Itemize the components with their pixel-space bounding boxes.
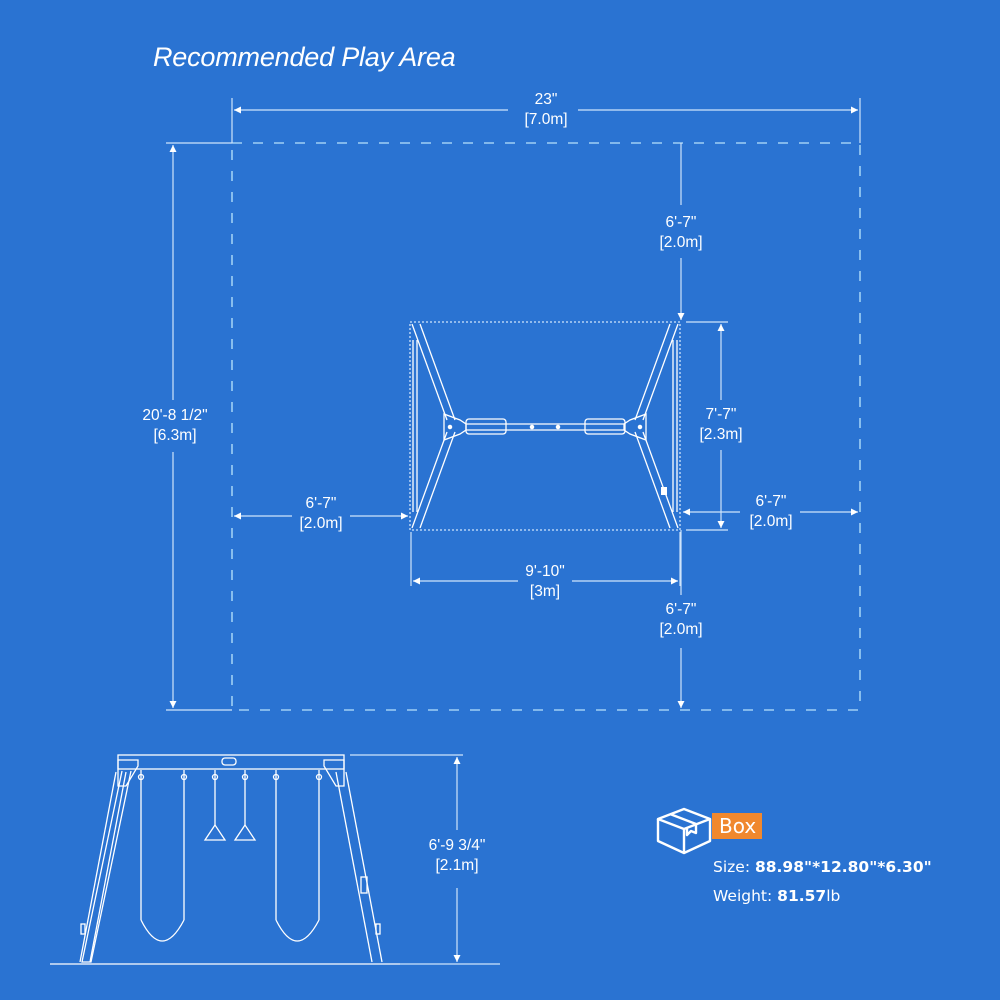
play-area-boundary bbox=[231, 142, 861, 711]
overall-depth-metric: [6.3m] bbox=[153, 427, 197, 444]
frame-depth-label: 7'-7" [2.3m] bbox=[699, 405, 742, 445]
left-clearance-metric: [2.0m] bbox=[299, 515, 343, 532]
package-weight-label: Weight: bbox=[713, 887, 778, 905]
front-clearance-label: 6'-7" [2.0m] bbox=[659, 600, 702, 640]
package-weight-value: 81.57 bbox=[777, 887, 827, 905]
back-clearance-metric: [2.0m] bbox=[659, 234, 703, 251]
height-dimension-line bbox=[350, 754, 500, 965]
overall-width-label: 23" [7.0m] bbox=[524, 90, 567, 130]
swing-frame-top-view bbox=[409, 321, 681, 531]
package-weight-unit: lb bbox=[826, 887, 841, 905]
right-clearance-imperial: 6'-7" bbox=[755, 493, 787, 510]
frame-width-dimension-line bbox=[410, 532, 681, 586]
package-size-label: Size: bbox=[713, 858, 755, 876]
frame-width-imperial: 9'-10" bbox=[525, 563, 565, 580]
frame-depth-imperial: 7'-7" bbox=[705, 406, 737, 423]
right-clearance-label: 6'-7" [2.0m] bbox=[749, 492, 792, 532]
box-icon bbox=[656, 807, 712, 855]
swing-set-side-view bbox=[50, 754, 400, 965]
height-label: 6'-9 3/4" [2.1m] bbox=[429, 836, 486, 876]
package-size-value: 88.98"*12.80"*6.30" bbox=[754, 858, 932, 876]
left-clearance-imperial: 6'-7" bbox=[305, 495, 337, 512]
back-clearance-label: 6'-7" [2.0m] bbox=[659, 213, 702, 253]
page-title: Recommended Play Area bbox=[153, 42, 456, 72]
frame-width-metric: [3m] bbox=[529, 583, 561, 600]
overall-width-metric: [7.0m] bbox=[524, 111, 568, 128]
right-clearance-metric: [2.0m] bbox=[749, 513, 793, 530]
overall-depth-dimension-line bbox=[166, 142, 232, 711]
front-clearance-imperial: 6'-7" bbox=[665, 601, 697, 618]
frame-width-label: 9'-10" [3m] bbox=[525, 562, 564, 602]
package-weight: Weight: 81.57lb bbox=[713, 887, 840, 905]
overall-width-imperial: 23" bbox=[534, 91, 558, 108]
package-size: Size: 88.98"*12.80"*6.30" bbox=[713, 858, 932, 876]
height-imperial: 6'-9 3/4" bbox=[428, 837, 486, 854]
overall-depth-imperial: 20'-8 1/2" bbox=[142, 407, 208, 424]
box-label: Box bbox=[712, 813, 763, 839]
left-clearance-label: 6'-7" [2.0m] bbox=[299, 494, 342, 534]
height-metric: [2.1m] bbox=[435, 857, 479, 874]
front-clearance-metric: [2.0m] bbox=[659, 621, 703, 638]
frame-depth-dimension-line bbox=[686, 321, 728, 531]
back-clearance-imperial: 6'-7" bbox=[665, 214, 697, 231]
overall-depth-label: 20'-8 1/2" [6.3m] bbox=[142, 406, 207, 446]
frame-depth-metric: [2.3m] bbox=[699, 426, 743, 443]
overall-width-dimension-line bbox=[231, 98, 861, 143]
